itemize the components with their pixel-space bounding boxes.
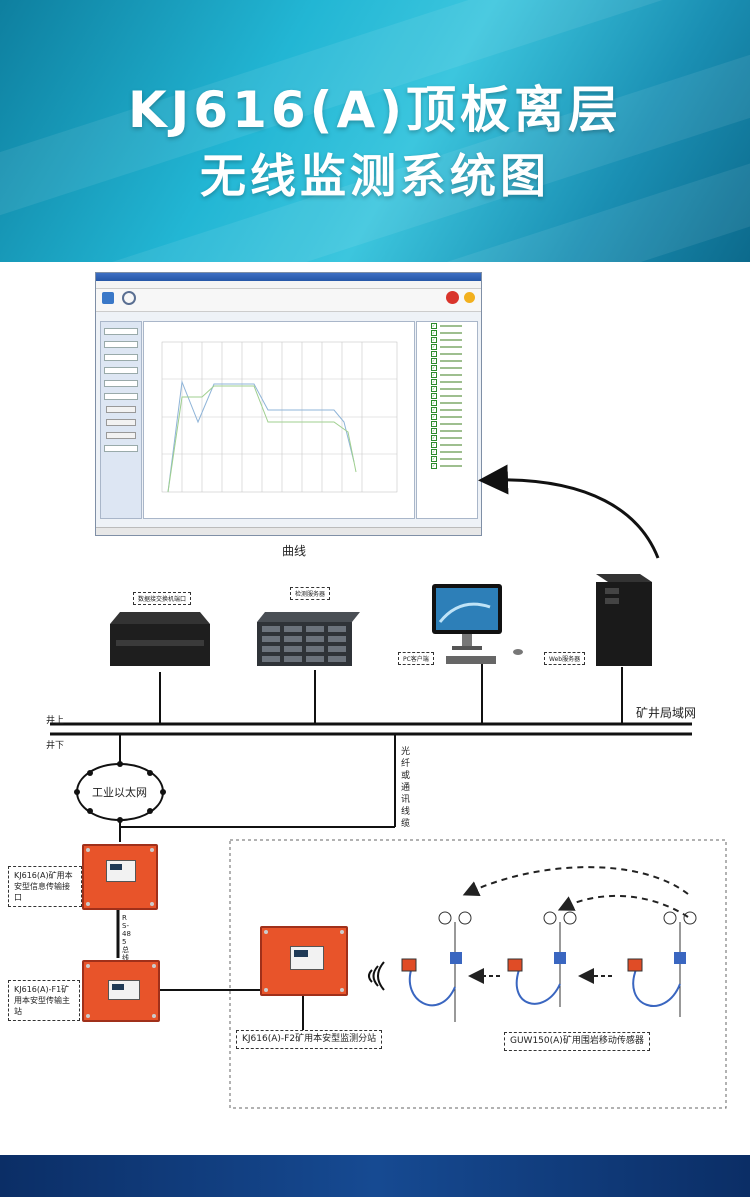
above-ground-label: 井上: [46, 716, 65, 726]
page-title-line2: 无线监测系统图: [200, 149, 550, 203]
industrial-ethernet-label: 工业以太网: [92, 786, 147, 799]
search-icon: [122, 291, 136, 305]
transmission-host-device: [82, 960, 160, 1022]
title-banner: KJ616(A)顶板离层 无线监测系统图: [0, 0, 750, 262]
interface-label: KJ616(A)矿用本安型信息传输接口: [8, 866, 82, 907]
close-icon: [446, 291, 459, 304]
rs485-bus-label: RS-485总线: [122, 914, 131, 962]
transmission-interface-device: [82, 844, 158, 910]
monitor-server-label: 检测服务器: [290, 587, 331, 600]
settings-icon: [102, 292, 114, 304]
sensor-label: GUW150(A)矿用围岩移动传感器: [504, 1032, 650, 1051]
page-title-line1: KJ616(A)顶板离层: [127, 81, 623, 139]
software-caption: 曲线: [282, 544, 307, 558]
fiber-cable-label: 光纤或通讯线缆: [401, 747, 411, 829]
switch-port-label: 数据接交换机端口: [133, 592, 192, 605]
network-lines: [50, 464, 727, 1109]
monitoring-software-screenshot: ✓ ✓ ✓ ✓ ✓ ✓ ✓ ✓ ✓ ✓ ✓ ✓ ✓ ✓ ✓ ✓ ✓ ✓ ✓ ✓ …: [95, 272, 482, 536]
software-titlebar: [96, 273, 481, 281]
sensor-tree: ✓ ✓ ✓ ✓ ✓ ✓ ✓ ✓ ✓ ✓ ✓ ✓ ✓ ✓ ✓ ✓ ✓ ✓ ✓ ✓ …: [416, 321, 478, 519]
software-toolbar: [96, 289, 481, 312]
pc-client-label: PC客户端: [398, 652, 434, 665]
sun-icon: [464, 292, 475, 303]
web-server-label: Web服务器: [544, 652, 586, 665]
monitoring-substation-device: [260, 926, 348, 996]
software-menubar: [96, 281, 481, 289]
curve-chart: [143, 321, 415, 519]
below-ground-label: 井下: [46, 741, 65, 751]
mine-lan-label: 矿井局域网: [636, 706, 697, 720]
substation-label: KJ616(A)-F2矿用本安型监测分站: [236, 1030, 383, 1049]
host-label: KJ616(A)-F1矿用本安型传输主站: [8, 980, 80, 1021]
system-diagram: ✓ ✓ ✓ ✓ ✓ ✓ ✓ ✓ ✓ ✓ ✓ ✓ ✓ ✓ ✓ ✓ ✓ ✓ ✓ ✓ …: [0, 262, 750, 1155]
curve-plot: [161, 341, 398, 493]
software-statusbar: [96, 527, 481, 535]
query-panel: [100, 321, 142, 519]
footer-bar: [0, 1155, 750, 1197]
